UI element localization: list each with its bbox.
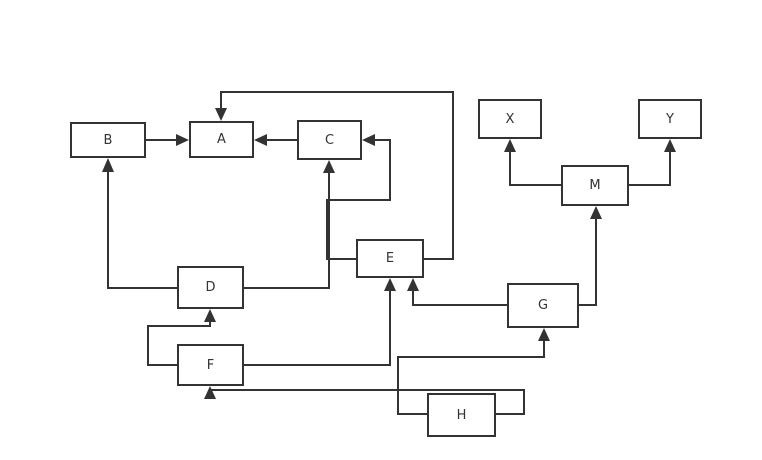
node-y-label: Y <box>666 111 674 127</box>
node-e: E <box>356 239 424 278</box>
node-y: Y <box>638 99 702 139</box>
node-g: G <box>507 283 579 328</box>
arrowhead-a-from-c <box>254 134 267 146</box>
node-h: H <box>427 393 496 437</box>
arrowhead-m-from-g <box>590 206 602 219</box>
node-a: A <box>189 121 254 158</box>
edge-e-to-a <box>220 91 454 260</box>
node-e-label: E <box>385 251 395 266</box>
edge-h-to-g <box>397 341 545 415</box>
node-g-label: G <box>537 298 549 313</box>
edge-f-to-e <box>243 291 391 366</box>
edge-d-to-c <box>243 173 330 289</box>
node-d: D <box>177 266 244 309</box>
node-f-label: F <box>206 357 215 373</box>
arrowhead-g-from-h <box>538 328 550 341</box>
edge-f-to-d <box>147 322 211 366</box>
arrowhead-a-from-b <box>176 134 189 146</box>
edge-g-to-e <box>412 291 509 306</box>
node-b: B <box>70 122 146 158</box>
arrowhead-y-from-m <box>664 139 676 152</box>
node-a-label: A <box>217 132 226 147</box>
node-m-label: M <box>589 178 601 193</box>
node-b-label: B <box>103 132 113 148</box>
edge-e-to-c <box>326 139 391 260</box>
edge-m-to-y <box>628 152 671 186</box>
node-c: C <box>297 120 362 160</box>
arrowhead-a-from-e <box>215 108 227 121</box>
arrowhead-b-from-d <box>102 158 114 172</box>
arrowhead-e-from-g <box>407 278 419 291</box>
edge-g-to-m <box>578 219 597 306</box>
arrowhead-c-from-e <box>362 134 375 146</box>
node-f: F <box>177 344 244 386</box>
node-x: X <box>478 99 542 139</box>
arrowhead-d-from-f <box>204 309 216 322</box>
edge-m-to-x <box>509 152 562 186</box>
edge-d-to-b <box>107 172 178 289</box>
node-h-label: H <box>456 407 467 423</box>
node-x-label: X <box>505 111 515 127</box>
node-d-label: D <box>205 280 216 295</box>
arrowhead-x-from-m <box>504 139 516 152</box>
arrowhead-f-from-h <box>204 386 216 399</box>
arrowhead-c-from-d <box>323 160 335 173</box>
arrowhead-e-from-f <box>384 278 396 291</box>
node-c-label: C <box>324 132 335 148</box>
node-m: M <box>561 165 629 206</box>
